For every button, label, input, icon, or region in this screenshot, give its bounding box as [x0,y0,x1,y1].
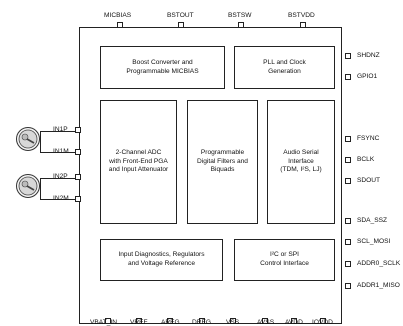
microphone-icon [16,174,40,198]
pin-label-addr0-sclk: ADDR0_SCLK [357,260,401,267]
pin-pad-in2p [75,174,81,180]
pin-label-bclk: BCLK [357,156,375,163]
mic2-lead-m [40,199,75,200]
microphone-icon [16,127,40,151]
pin-label-bstvdd: BSTVDD [288,12,315,19]
mic1-lead-m [40,152,75,153]
pin-pad-addr1-miso [345,283,351,289]
pin-pad-bstvdd [300,22,306,28]
pin-label-areg: AREG [161,319,180,326]
pin-label-dreg: DREG [192,319,212,326]
pin-pad-in1m [75,149,81,155]
pin-label-iovdd: IOVDD [312,319,333,326]
pin-pad-bstsw [238,22,244,28]
pin-label-fsync: FSYNC [357,135,380,142]
pin-label-vbat-in: VBAT_IN [90,319,117,326]
pin-label-vref: VREF [130,319,148,326]
pin-label-sdout: SDOUT [357,177,381,184]
pin-label-scl-mosi: SCL_MOSI [357,238,391,245]
pin-label-shdnz: SHDNZ [357,52,380,59]
pin-label-micbias: MICBIAS [104,12,132,19]
pin-pad-sda-ssz [345,218,351,224]
pin-pad-in1p [75,127,81,133]
pin-pad-addr0-sclk [345,261,351,267]
mic1-lead-join [40,131,41,152]
pin-pad-sdout [345,178,351,184]
pin-pad-gpio1 [345,74,351,80]
mic1-lead-p [40,131,75,132]
pin-label-in2m: IN2M [53,195,69,202]
pin-label-avdd: AVDD [285,319,303,326]
pin-label-bstout: BSTOUT [167,12,194,19]
pin-pad-in2m [75,196,81,202]
pin-label-sda-ssz: SDA_SSZ [357,217,388,224]
pin-pad-scl-mosi [345,239,351,245]
pin-pad-micbias [117,22,123,28]
pin-label-bstsw: BSTSW [228,12,252,19]
pin-label-vss: VSS [226,319,240,326]
pin-label-avss: AVSS [257,319,275,326]
pin-label-in1m: IN1M [53,148,69,155]
pin-label-gpio1: GPIO1 [357,73,378,80]
pin-label-addr1-miso: ADDR1_MISO [357,282,400,289]
pin-pad-bclk [345,157,351,163]
mic2-lead-p [40,178,75,179]
pin-label-in1p: IN1P [53,126,68,133]
pin-label-in2p: IN2P [53,173,68,180]
mic2-lead-join [40,178,41,199]
pin-pad-fsync [345,136,351,142]
pin-pad-bstout [178,22,184,28]
pin-pad-shdnz [345,53,351,59]
